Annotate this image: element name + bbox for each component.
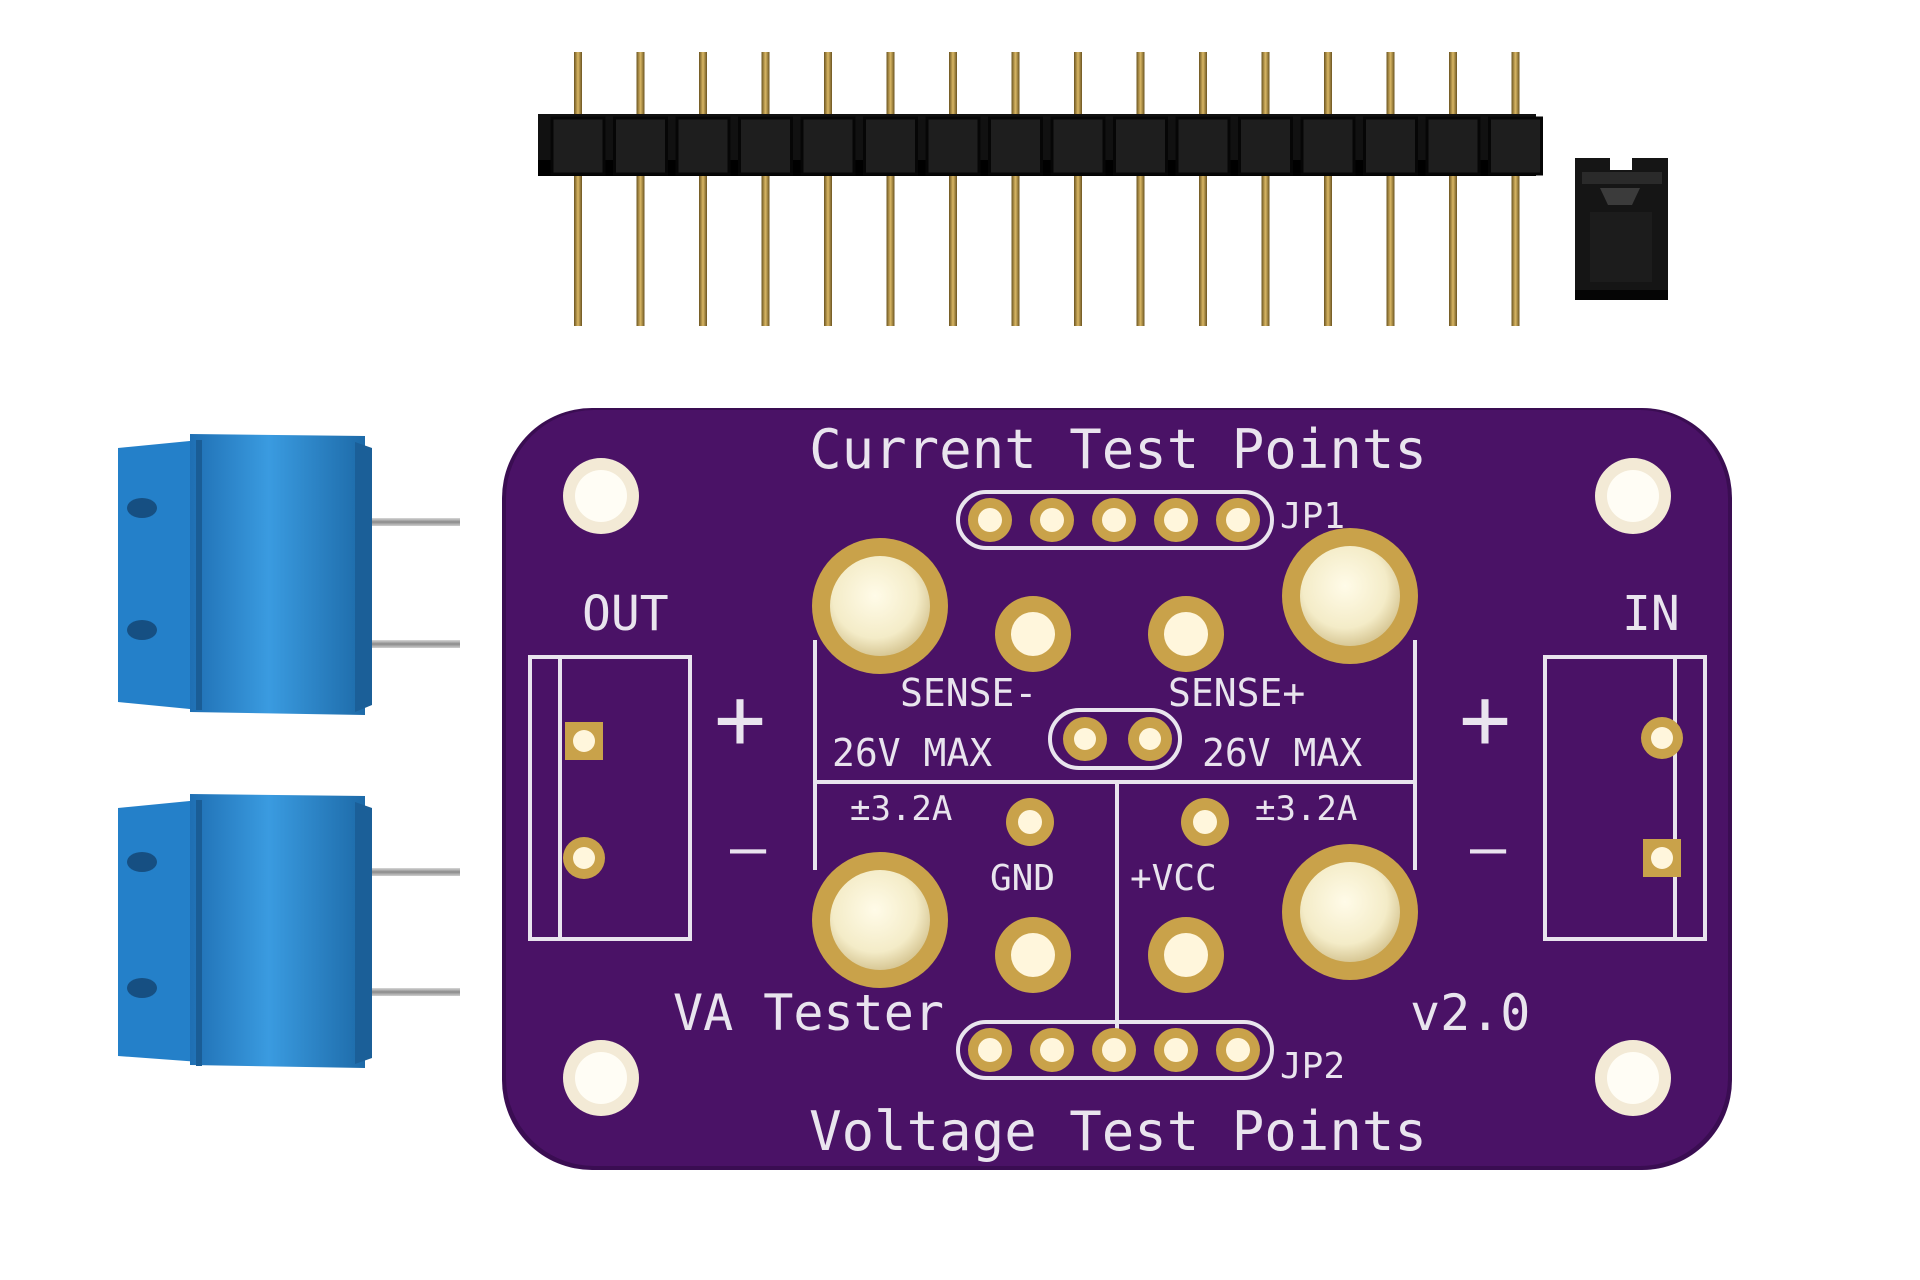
board-name: VA Tester — [673, 984, 944, 1042]
jp1-pads — [968, 498, 1260, 542]
header-pin — [1363, 52, 1418, 326]
max-voltage-left: 26V MAX — [832, 731, 992, 775]
header-pin — [1238, 52, 1293, 326]
header-pad — [1092, 1028, 1136, 1072]
header-pin — [550, 52, 606, 326]
header-pad — [1216, 1028, 1260, 1072]
max-voltage-right: 26V MAX — [1202, 731, 1362, 775]
max-current-left: ±3.2A — [850, 789, 952, 829]
plus-left-label: + — [714, 669, 766, 769]
header-pin — [1425, 52, 1481, 326]
jp1-label: JP1 — [1280, 496, 1345, 537]
header-pin — [738, 52, 793, 326]
power-pads — [812, 528, 1418, 988]
header-pin — [988, 52, 1043, 326]
header-pin — [1488, 52, 1543, 326]
minus-left-label: — — [730, 813, 767, 883]
in-label: IN — [1622, 586, 1680, 642]
header-pin — [1050, 52, 1106, 326]
gnd-label: GND — [990, 858, 1055, 899]
header-pad — [968, 1028, 1012, 1072]
header-pin — [613, 52, 668, 326]
header-pad — [1030, 1028, 1074, 1072]
out-label: OUT — [582, 586, 669, 642]
pcb-board: Current Test Points Voltage Test Points … — [502, 408, 1732, 1170]
sense-plus-label: SENSE+ — [1168, 671, 1305, 715]
mounting-holes — [563, 458, 1671, 1116]
header-pin — [863, 52, 918, 326]
board-version: v2.0 — [1410, 984, 1530, 1042]
header-pad — [1030, 498, 1074, 542]
header-pad — [1216, 498, 1260, 542]
jp2-pads — [968, 1028, 1260, 1072]
vcc-label: +VCC — [1130, 858, 1217, 899]
max-current-right: ±3.2A — [1255, 789, 1357, 829]
title-voltage-test-points: Voltage Test Points — [809, 1100, 1427, 1163]
test-pads — [563, 596, 1683, 993]
header-pad — [1154, 498, 1198, 542]
silkscreen-lines — [528, 490, 1707, 1080]
jumper-shunt — [1575, 158, 1668, 300]
terminal-block-bottom — [118, 794, 460, 1068]
header-pin — [675, 52, 731, 326]
pin-header — [538, 52, 1543, 326]
sense-minus-label: SENSE- — [900, 671, 1037, 715]
header-pin — [1300, 52, 1356, 326]
title-current-test-points: Current Test Points — [809, 418, 1427, 481]
header-pin — [800, 52, 856, 326]
minus-right-label: — — [1470, 813, 1507, 883]
header-pad — [968, 498, 1012, 542]
jp2-label: JP2 — [1280, 1046, 1345, 1087]
terminal-block-top — [118, 434, 460, 715]
header-pin — [1113, 52, 1168, 326]
header-pad — [1154, 1028, 1198, 1072]
header-pin — [1175, 52, 1231, 326]
plus-right-label: + — [1459, 669, 1511, 769]
header-pin — [925, 52, 981, 326]
header-pad — [1092, 498, 1136, 542]
